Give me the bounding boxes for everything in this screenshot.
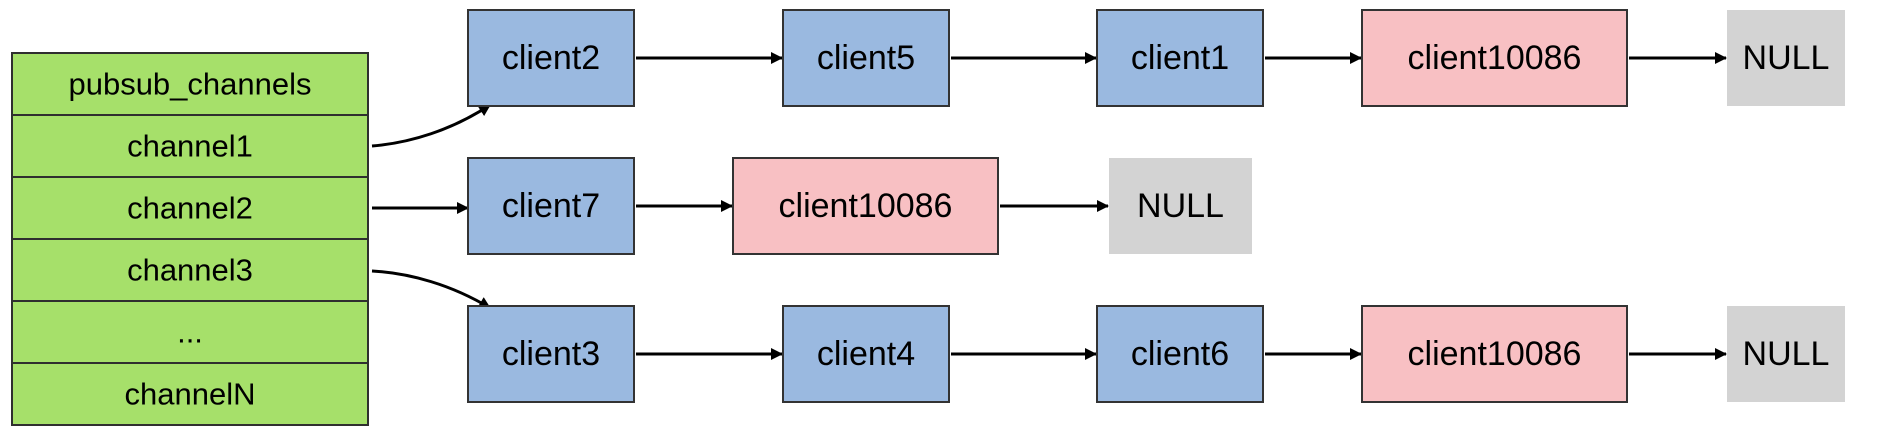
client-list-channel1: client2 client5 client1 client10086 NULL	[467, 9, 1845, 107]
table-row-channel3	[11, 238, 369, 302]
table-row-label: channelN	[125, 377, 256, 412]
client-node-label: client2	[502, 39, 600, 77]
client-node-label: client5	[817, 39, 915, 77]
client-list-channel2: client7 client10086 NULL	[467, 157, 1252, 255]
client-node-label: client1	[1131, 39, 1229, 77]
null-node-label: NULL	[1137, 187, 1224, 225]
client-node	[1096, 9, 1264, 107]
client-node	[467, 157, 635, 255]
null-node	[1727, 10, 1845, 106]
table-row-channelN	[11, 362, 369, 426]
table-header-label: pubsub_channels	[68, 67, 311, 102]
table-row-label: channel3	[127, 253, 253, 288]
table-row-label: ...	[177, 315, 203, 350]
edge-channel1-to-list	[371, 103, 491, 148]
null-node	[1727, 306, 1845, 402]
edge-channel3-to-list	[371, 269, 491, 310]
client-node-label: client4	[817, 335, 915, 373]
client-list-channel3: client3 client4 client6 client10086 NULL	[467, 305, 1845, 403]
table-row-label: channel1	[127, 129, 253, 164]
table-header-cell	[11, 52, 369, 116]
pubsub-channels-table: pubsub_channels channel1 channel2 channe…	[11, 52, 369, 426]
client-node-label: client10086	[1408, 39, 1582, 77]
client-node	[1096, 305, 1264, 403]
channel-edges	[371, 103, 491, 310]
null-node-label: NULL	[1743, 39, 1830, 77]
client-node	[782, 9, 950, 107]
client-node-label: client10086	[1408, 335, 1582, 373]
table-row-channel1	[11, 114, 369, 178]
client-node-label: client10086	[779, 187, 953, 225]
target-client-node	[1361, 305, 1628, 403]
null-node	[1109, 158, 1252, 254]
table-row-label: channel2	[127, 191, 253, 226]
client-node	[467, 305, 635, 403]
target-client-node	[1361, 9, 1628, 107]
client-node-label: client3	[502, 335, 600, 373]
client-node	[467, 9, 635, 107]
table-row-channel2	[11, 176, 369, 240]
client-node-label: client6	[1131, 335, 1229, 373]
null-node-label: NULL	[1743, 335, 1830, 373]
client-node	[782, 305, 950, 403]
client-node-label: client7	[502, 187, 600, 225]
target-client-node	[732, 157, 999, 255]
